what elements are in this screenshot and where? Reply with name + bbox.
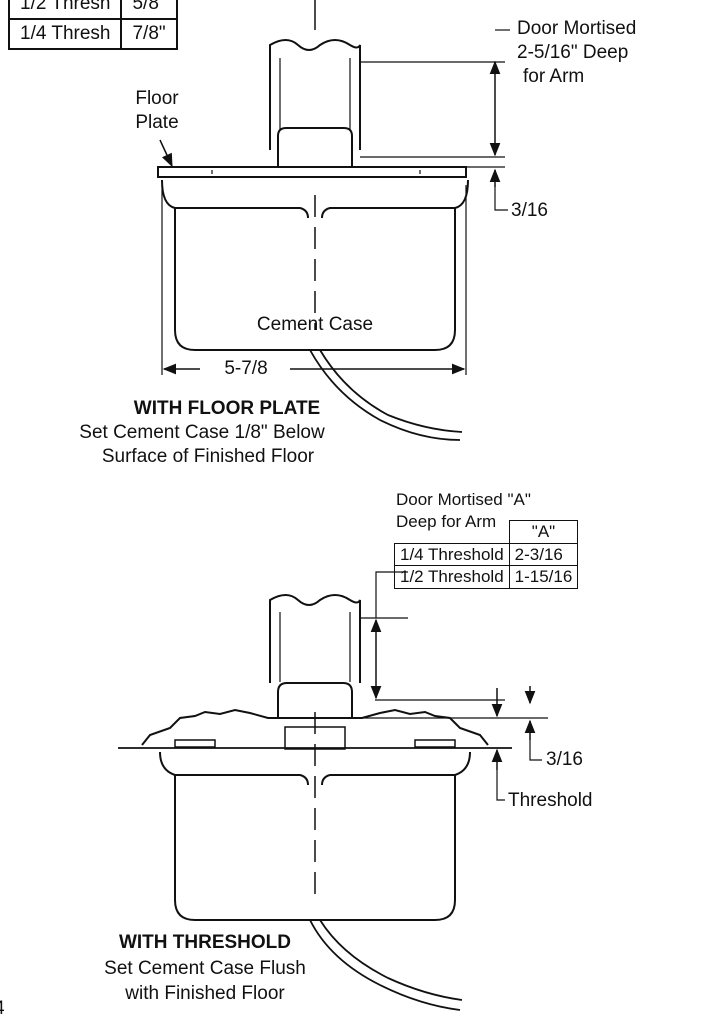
threshold-label: Threshold <box>508 790 593 811</box>
mortise-depth-table: "A" 1/4 Threshold 2-3/16 1/2 Threshold 1… <box>394 520 579 589</box>
width-dimension-label: 5-7/8 <box>224 358 268 379</box>
value-cell: 2-3/16 <box>508 542 579 567</box>
threshold-offset-table: 1/2 Thresh 5/8" 1/4 Thresh 7/8" <box>7 0 178 50</box>
threshold-caption-line-2: with Finished Floor <box>125 983 285 1004</box>
threshold-mortise-label-line-1: Door Mortised "A" <box>396 490 531 509</box>
floor-plate-caption-line-2: Surface of Finished Floor <box>101 446 315 467</box>
floor-plate-caption-title: WITH FLOOR PLATE <box>133 398 321 419</box>
floor-plate-caption-line-1: Set Cement Case 1/8" Below <box>79 422 325 443</box>
threshold-cell: 1/2 Thresh <box>7 0 123 20</box>
page-number: 4 <box>0 998 5 1021</box>
threshold-dimension-3-16: 3/16 <box>546 749 583 770</box>
threshold-caption-line-1: Set Cement Case Flush <box>104 958 306 979</box>
value-cell: 1-15/16 <box>508 565 579 589</box>
floor-plate-label-line-1: Floor <box>135 88 179 109</box>
threshold-cell: 1/4 Threshold <box>394 542 510 567</box>
mortise-label-line-3: for Arm <box>523 66 585 87</box>
threshold-cell: 1/4 Thresh <box>7 17 123 50</box>
table-row: 1/4 Threshold 2-3/16 <box>394 542 579 567</box>
floor-plate-assembly <box>157 0 510 441</box>
table-header-a: "A" <box>508 520 579 544</box>
table-row: 1/4 Thresh 7/8" <box>7 17 178 50</box>
mortise-label-line-2: 2-5/16" Deep <box>517 42 629 63</box>
table-row: 1/2 Threshold 1-15/16 <box>394 565 579 589</box>
floor-plate-label-line-2: Plate <box>135 112 179 133</box>
threshold-assembly <box>118 571 548 1011</box>
cement-case-label: Cement Case <box>256 314 374 335</box>
value-cell: 5/8" <box>120 0 178 20</box>
threshold-caption-title: WITH THRESHOLD <box>118 932 292 953</box>
mortise-label-line-1: Door Mortised <box>517 18 637 39</box>
table-header-row: "A" <box>394 520 579 544</box>
table-row: 1/2 Thresh 5/8" <box>7 0 178 20</box>
threshold-cell: 1/2 Threshold <box>394 565 510 589</box>
value-cell: 7/8" <box>120 17 178 50</box>
dimension-3-16: 3/16 <box>511 200 548 221</box>
